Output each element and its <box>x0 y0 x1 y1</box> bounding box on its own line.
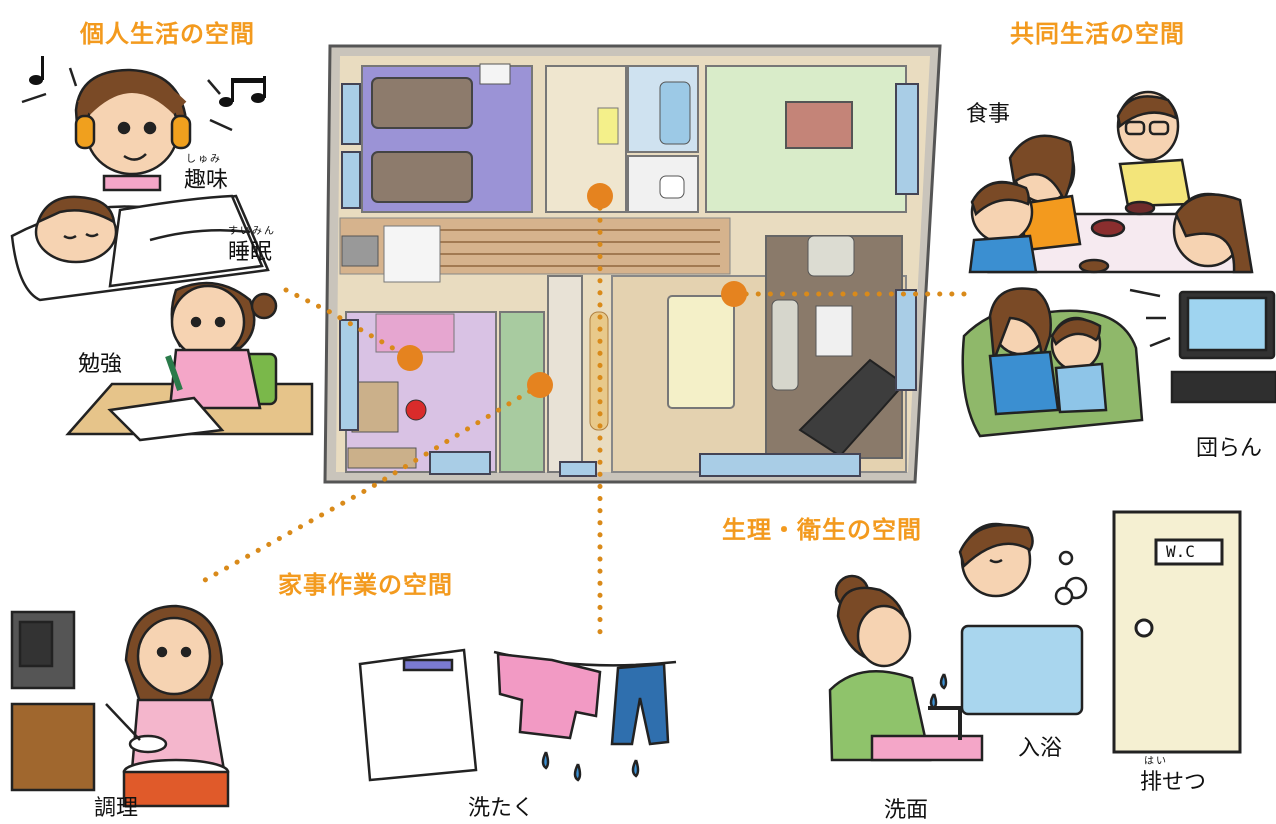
family-time-illustration <box>961 287 1276 438</box>
floor-plan-illustration <box>323 44 942 484</box>
sleep-ruby: すいみん <box>228 226 276 237</box>
heading-personal-space: 個人生活の空間 <box>80 20 255 48</box>
door-sign-text: W.C <box>1166 542 1195 561</box>
laundry-label: 洗たく <box>468 796 535 821</box>
toilet-ruby: はい <box>1144 756 1168 767</box>
heading-housework-space: 家事作業の空間 <box>278 571 453 599</box>
connector-lines <box>202 193 969 643</box>
study-illustration <box>65 281 314 442</box>
meal-illustration <box>968 90 1254 274</box>
meal-label: 食事 <box>966 102 1011 127</box>
hobby-label: 趣味 <box>184 168 229 193</box>
hobby-illustration <box>21 56 266 192</box>
cooking-illustration <box>10 604 230 808</box>
bath-label: 入浴 <box>1018 736 1063 761</box>
family-time-label: 団らん <box>1196 436 1263 461</box>
heading-hygiene-space: 生理・衛生の空間 <box>722 516 922 544</box>
hobby-ruby: しゅみ <box>186 154 222 165</box>
sleep-label: 睡眠 <box>228 240 273 265</box>
toilet-label: 排せつ <box>1140 770 1207 795</box>
face-wash-label: 洗面 <box>884 798 929 823</box>
laundry-illustration <box>358 648 677 782</box>
heading-shared-space: 共同生活の空間 <box>1010 20 1185 48</box>
cooking-label: 調理 <box>94 796 139 821</box>
sleep-illustration <box>10 194 270 302</box>
toilet-door-illustration <box>1112 510 1242 754</box>
bath-illustration <box>958 522 1088 716</box>
study-label: 勉強 <box>78 352 123 377</box>
connector-dots <box>397 183 747 398</box>
face-wash-illustration <box>828 574 984 762</box>
